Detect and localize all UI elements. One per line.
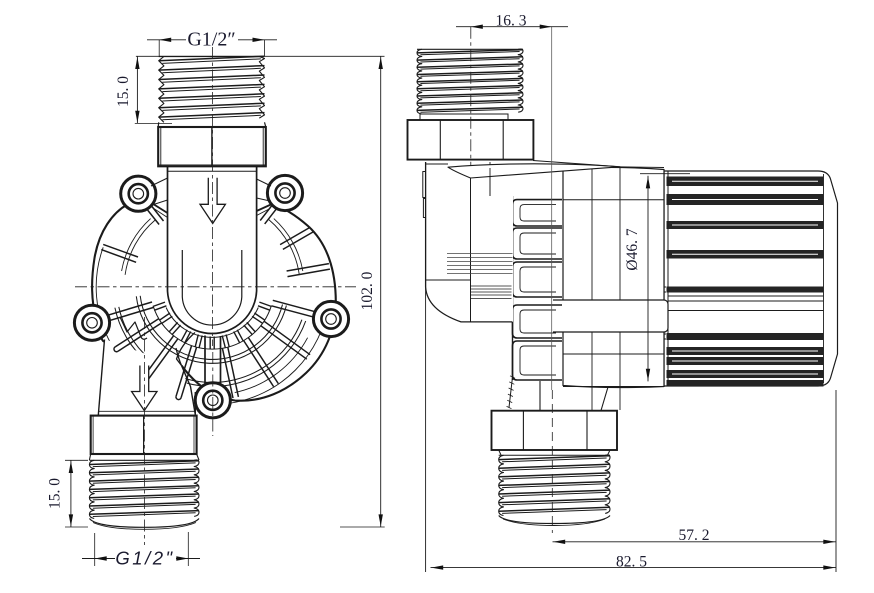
svg-text:Ø46. 7: Ø46. 7 — [624, 228, 641, 270]
svg-text:57. 2: 57. 2 — [679, 527, 710, 544]
svg-text:16. 3: 16. 3 — [496, 12, 527, 29]
svg-text:102. 0: 102. 0 — [359, 271, 376, 310]
svg-text:15. 0: 15. 0 — [47, 478, 64, 509]
svg-text:15. 0: 15. 0 — [115, 76, 132, 107]
svg-text:82. 5: 82. 5 — [616, 553, 647, 570]
svg-text:G1/2": G1/2" — [115, 548, 174, 569]
svg-text:G1/2″: G1/2″ — [187, 29, 235, 51]
